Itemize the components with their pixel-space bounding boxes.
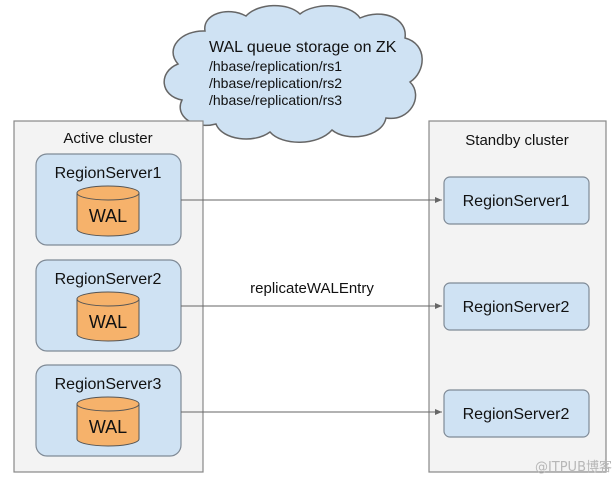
- watermark: @ITPUB博客: [535, 459, 612, 475]
- replication-arrows: replicateWALEntry: [181, 197, 442, 415]
- standby-cluster-title: Standby cluster: [465, 132, 568, 149]
- zk-title: WAL queue storage on ZK: [209, 39, 397, 56]
- wal-cylinder: [76, 291, 140, 342]
- active-regionserver-2: RegionServer2 WAL: [35, 259, 182, 352]
- regionserver-label: RegionServer2: [55, 271, 162, 288]
- active-regionserver-1: RegionServer1 WAL: [35, 153, 182, 246]
- active-cluster: Active cluster RegionServer1 WAL RegionS…: [13, 120, 204, 473]
- standby-regionserver-2: RegionServer2: [443, 282, 590, 331]
- standby-regionserver-1: RegionServer1: [443, 176, 590, 225]
- zk-path-rs2: /hbase/replication/rs2: [209, 75, 342, 91]
- zk-path-rs1: /hbase/replication/rs1: [209, 58, 342, 74]
- wal-cylinder: [76, 185, 140, 237]
- active-regionserver-3: RegionServer3 WAL: [35, 364, 182, 457]
- zk-path-rs3: /hbase/replication/rs3: [209, 92, 342, 108]
- cloud-shape: [163, 4, 423, 143]
- wal-cylinder: [76, 396, 140, 447]
- regionserver-box: [443, 176, 590, 225]
- regionserver-label: RegionServer1: [55, 165, 162, 182]
- regionserver-label: RegionServer2: [463, 406, 570, 423]
- wal-label: WAL: [89, 312, 127, 332]
- active-cluster-title: Active cluster: [63, 130, 152, 147]
- standby-regionserver-3: RegionServer2: [443, 389, 590, 438]
- regionserver-box: [443, 282, 590, 331]
- regionserver-box: [443, 389, 590, 438]
- regionserver-label: RegionServer2: [463, 299, 570, 316]
- replication-label: replicateWALEntry: [250, 280, 374, 297]
- wal-label: WAL: [89, 206, 127, 226]
- wal-label: WAL: [89, 417, 127, 437]
- regionserver-label: RegionServer1: [463, 193, 570, 210]
- regionserver-label: RegionServer3: [55, 376, 162, 393]
- standby-cluster: Standby cluster RegionServer1 RegionServ…: [428, 120, 607, 473]
- zk-cloud: WAL queue storage on ZK /hbase/replicati…: [163, 4, 423, 143]
